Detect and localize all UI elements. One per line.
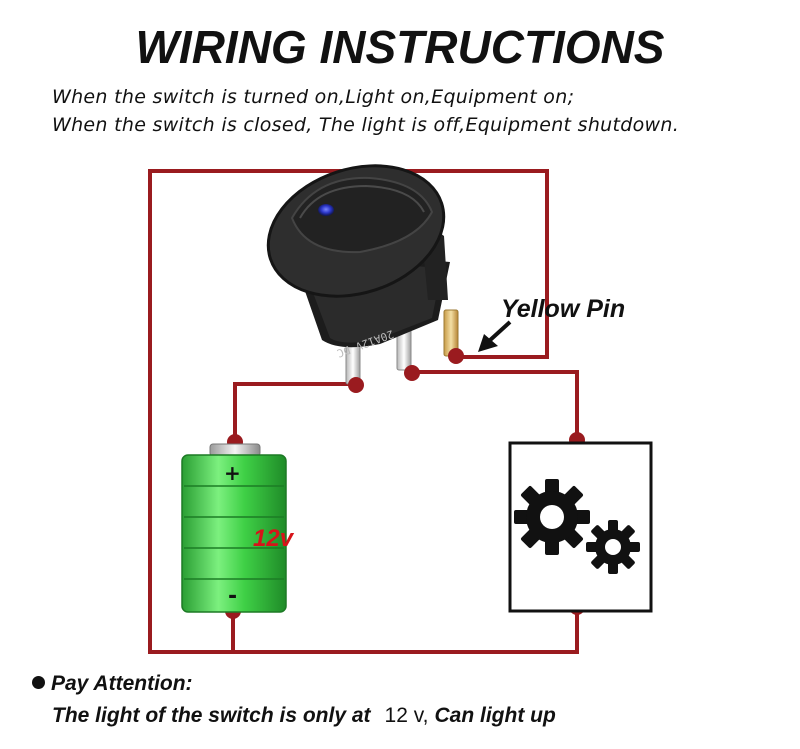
junction-switch-middle	[404, 365, 420, 381]
note-text-after: Can light up	[434, 704, 556, 727]
description-on: When the switch is turned on,Light on,Eq…	[52, 86, 575, 108]
junction-switch-left	[348, 377, 364, 393]
description-off: When the switch is closed, The light is …	[52, 114, 680, 136]
gears-icon	[514, 479, 640, 574]
junction-yellow-pin	[448, 348, 464, 364]
yellow-pin-label: Yellow Pin	[501, 295, 625, 323]
rocker-switch: 20A12V DC	[266, 164, 459, 385]
wire-switch-to-battery	[233, 382, 355, 442]
wires	[148, 169, 579, 654]
page-title: WIRING INSTRUCTIONS	[135, 21, 665, 73]
switch-led-indicator	[318, 204, 334, 216]
pay-attention-text: Pay Attention:	[51, 672, 193, 695]
battery-voltage-label: 12v	[253, 525, 295, 552]
battery-body	[181, 454, 287, 613]
note-voltage: 12 v,	[384, 704, 429, 727]
wire-switch-to-load	[412, 370, 579, 440]
note-text-before: The light of the switch is only at	[52, 704, 371, 727]
switch-rocker	[290, 176, 434, 254]
battery-plus-sign: +	[224, 461, 241, 485]
wire-outer-loop	[148, 169, 579, 654]
bullet-dot	[32, 676, 45, 689]
pay-attention-heading: Pay Attention:	[32, 672, 193, 696]
battery: + - 12v	[181, 443, 295, 613]
yellow-pin-arrow	[478, 320, 512, 352]
battery-minus-sign: -	[228, 584, 237, 609]
equipment-load	[508, 441, 653, 613]
battery-cap	[209, 443, 261, 457]
pay-attention-note: The light of the switch is only at 12 v,C…	[52, 704, 556, 728]
